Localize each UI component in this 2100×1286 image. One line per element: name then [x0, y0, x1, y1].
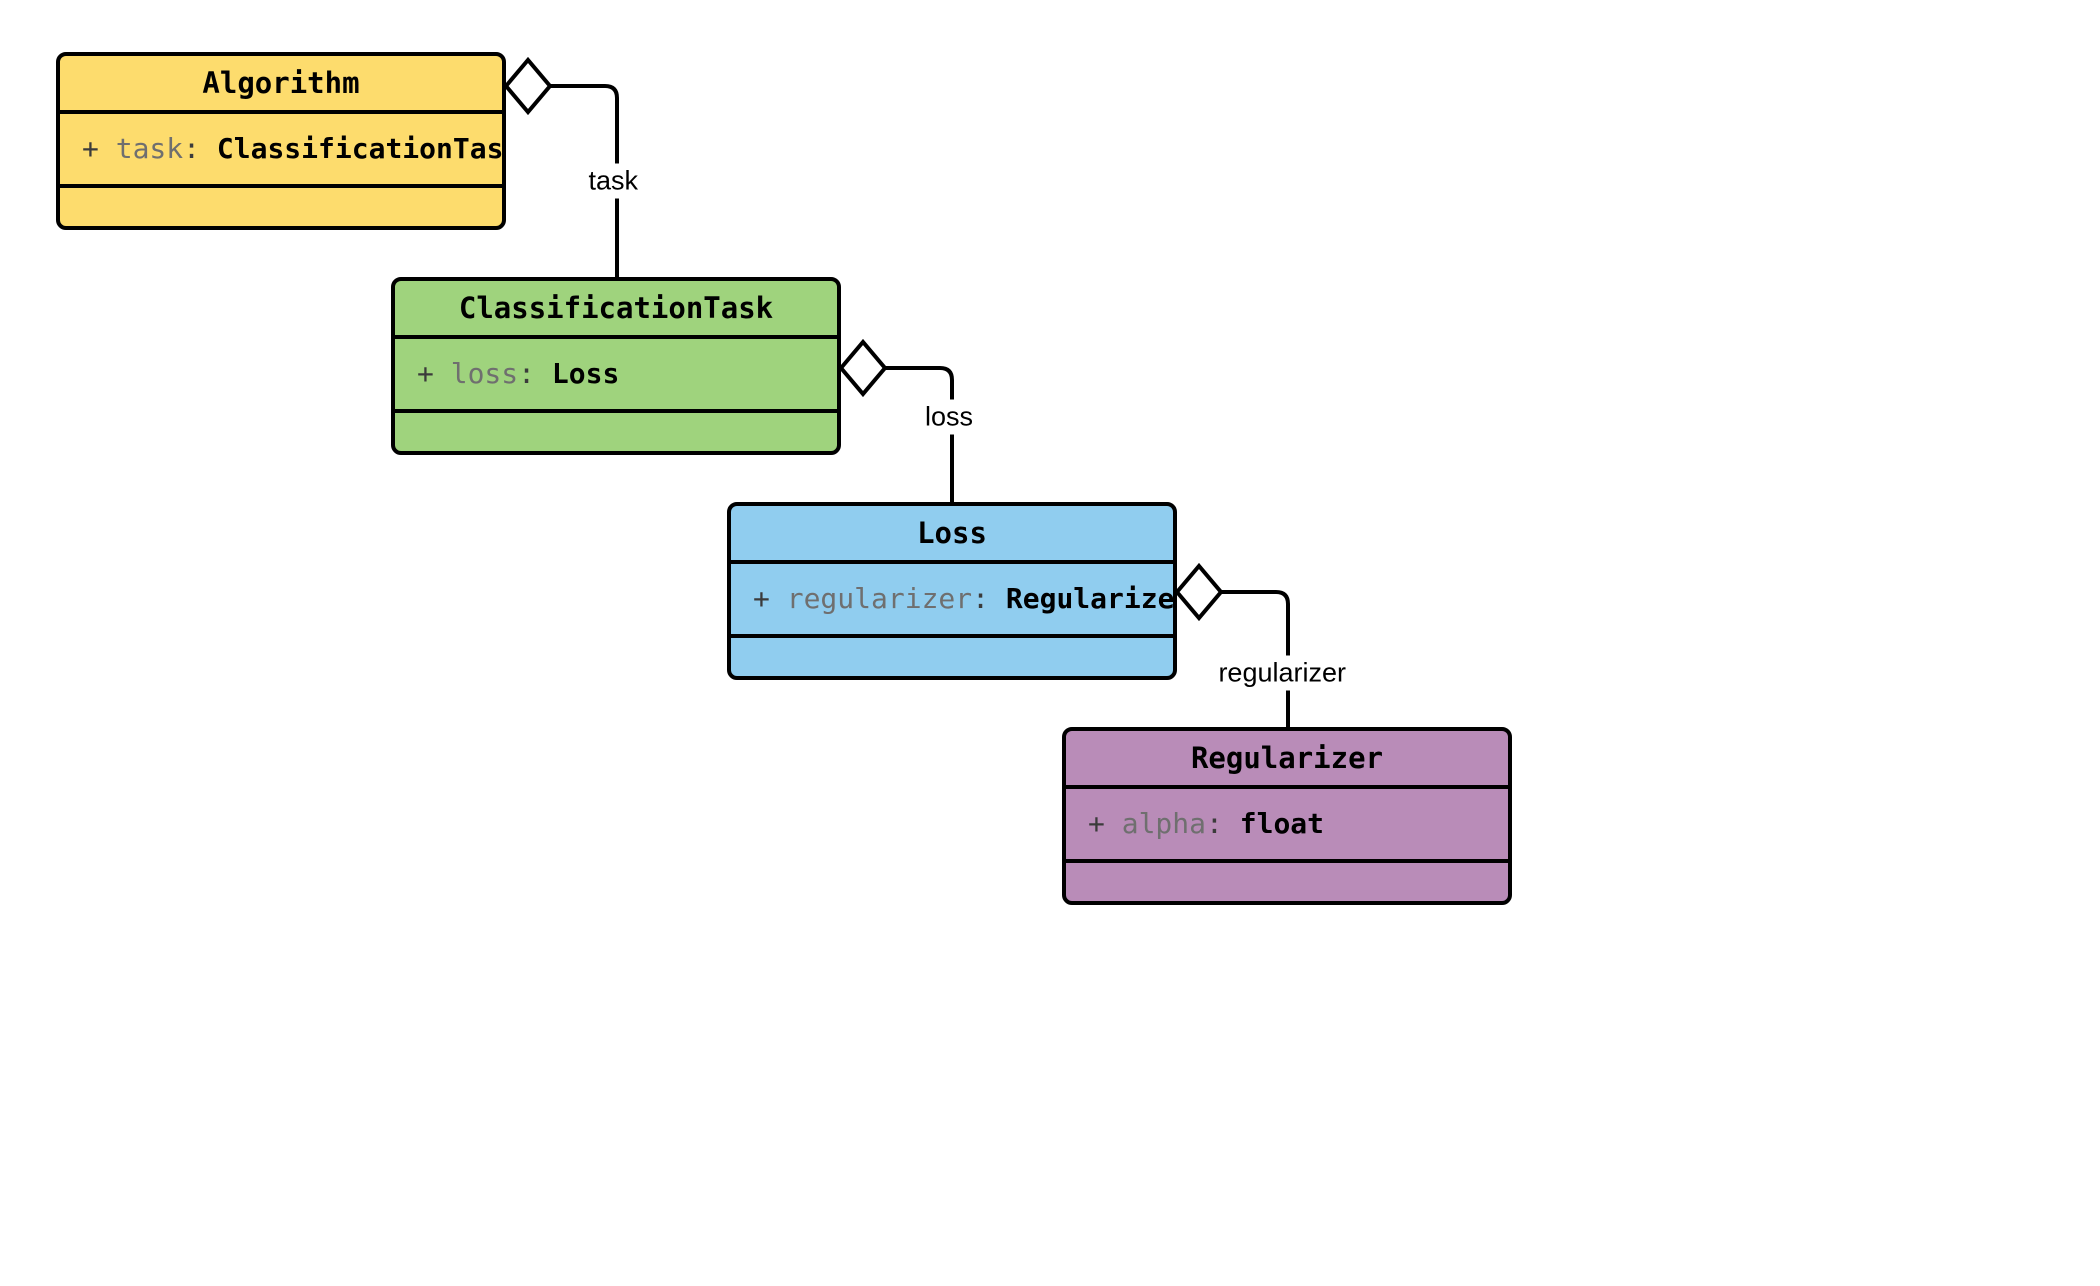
attribute-name-text: regularizer — [786, 582, 973, 615]
attribute-separator: : — [518, 357, 536, 390]
attribute-name-text: task — [115, 132, 184, 165]
class-box-algorithm[interactable]: Algorithm + task: ClassificationTask — [56, 52, 506, 230]
class-attributes-classification-task: + loss: Loss — [395, 339, 837, 413]
attribute-type — [1223, 807, 1240, 840]
relationship-regularizer[interactable] — [1174, 562, 1290, 729]
attribute-type — [989, 582, 1006, 615]
class-methods-algorithm — [60, 188, 502, 226]
class-methods-classification-task — [395, 413, 837, 451]
edge-path-loss — [883, 366, 954, 504]
attribute-visibility: + — [1088, 807, 1105, 840]
attribute-row: + alpha: float — [1088, 807, 1508, 841]
aggregation-diamond-regularizer — [1174, 562, 1224, 622]
attribute-separator: : — [1206, 807, 1223, 840]
attribute-type-text: ClassificationTask — [216, 132, 506, 165]
attribute-row: + loss: Loss — [417, 357, 837, 391]
edge-label-regularizer: regularizer — [1212, 655, 1352, 691]
attribute-name-text: loss — [450, 357, 519, 390]
aggregation-diamond-loss — [838, 338, 888, 398]
edge-label-task: task — [582, 163, 644, 199]
class-title-classification-task: ClassificationTask — [395, 281, 837, 339]
attribute-type-text: float — [1239, 807, 1325, 840]
class-box-loss[interactable]: Loss + regularizer: Regularizer — [727, 502, 1177, 680]
class-methods-loss — [731, 638, 1173, 676]
class-attributes-algorithm: + task: ClassificationTask — [60, 114, 502, 188]
class-attributes-loss: + regularizer: Regularizer — [731, 564, 1173, 638]
class-box-classification-task[interactable]: ClassificationTask + loss: Loss — [391, 277, 841, 455]
class-box-regularizer[interactable]: Regularizer + alpha: float — [1062, 727, 1512, 905]
attribute-visibility: + — [82, 132, 99, 165]
attribute-visibility: + — [417, 357, 434, 390]
attribute-visibility: + — [753, 582, 770, 615]
edge-label-loss: loss — [918, 399, 979, 435]
attribute-name — [99, 132, 116, 165]
class-title-loss: Loss — [731, 506, 1173, 564]
class-methods-regularizer — [1066, 863, 1508, 901]
class-title-regularizer: Regularizer — [1066, 731, 1508, 789]
attribute-type — [200, 132, 217, 165]
attribute-name — [1105, 807, 1122, 840]
attribute-row: + task: ClassificationTask — [82, 132, 502, 166]
attribute-type — [535, 357, 552, 390]
attribute-type-text: Regularizer — [1005, 582, 1177, 615]
class-title-algorithm: Algorithm — [60, 56, 502, 114]
attribute-separator: : — [183, 132, 201, 165]
attribute-type-text: Loss — [551, 357, 620, 390]
attribute-row: + regularizer: Regularizer — [753, 582, 1173, 616]
attribute-name — [434, 357, 451, 390]
class-attributes-regularizer: + alpha: float — [1066, 789, 1508, 863]
attribute-name-text: alpha — [1121, 807, 1207, 840]
attribute-separator: : — [972, 582, 990, 615]
attribute-name — [770, 582, 787, 615]
aggregation-diamond-task — [503, 56, 553, 116]
